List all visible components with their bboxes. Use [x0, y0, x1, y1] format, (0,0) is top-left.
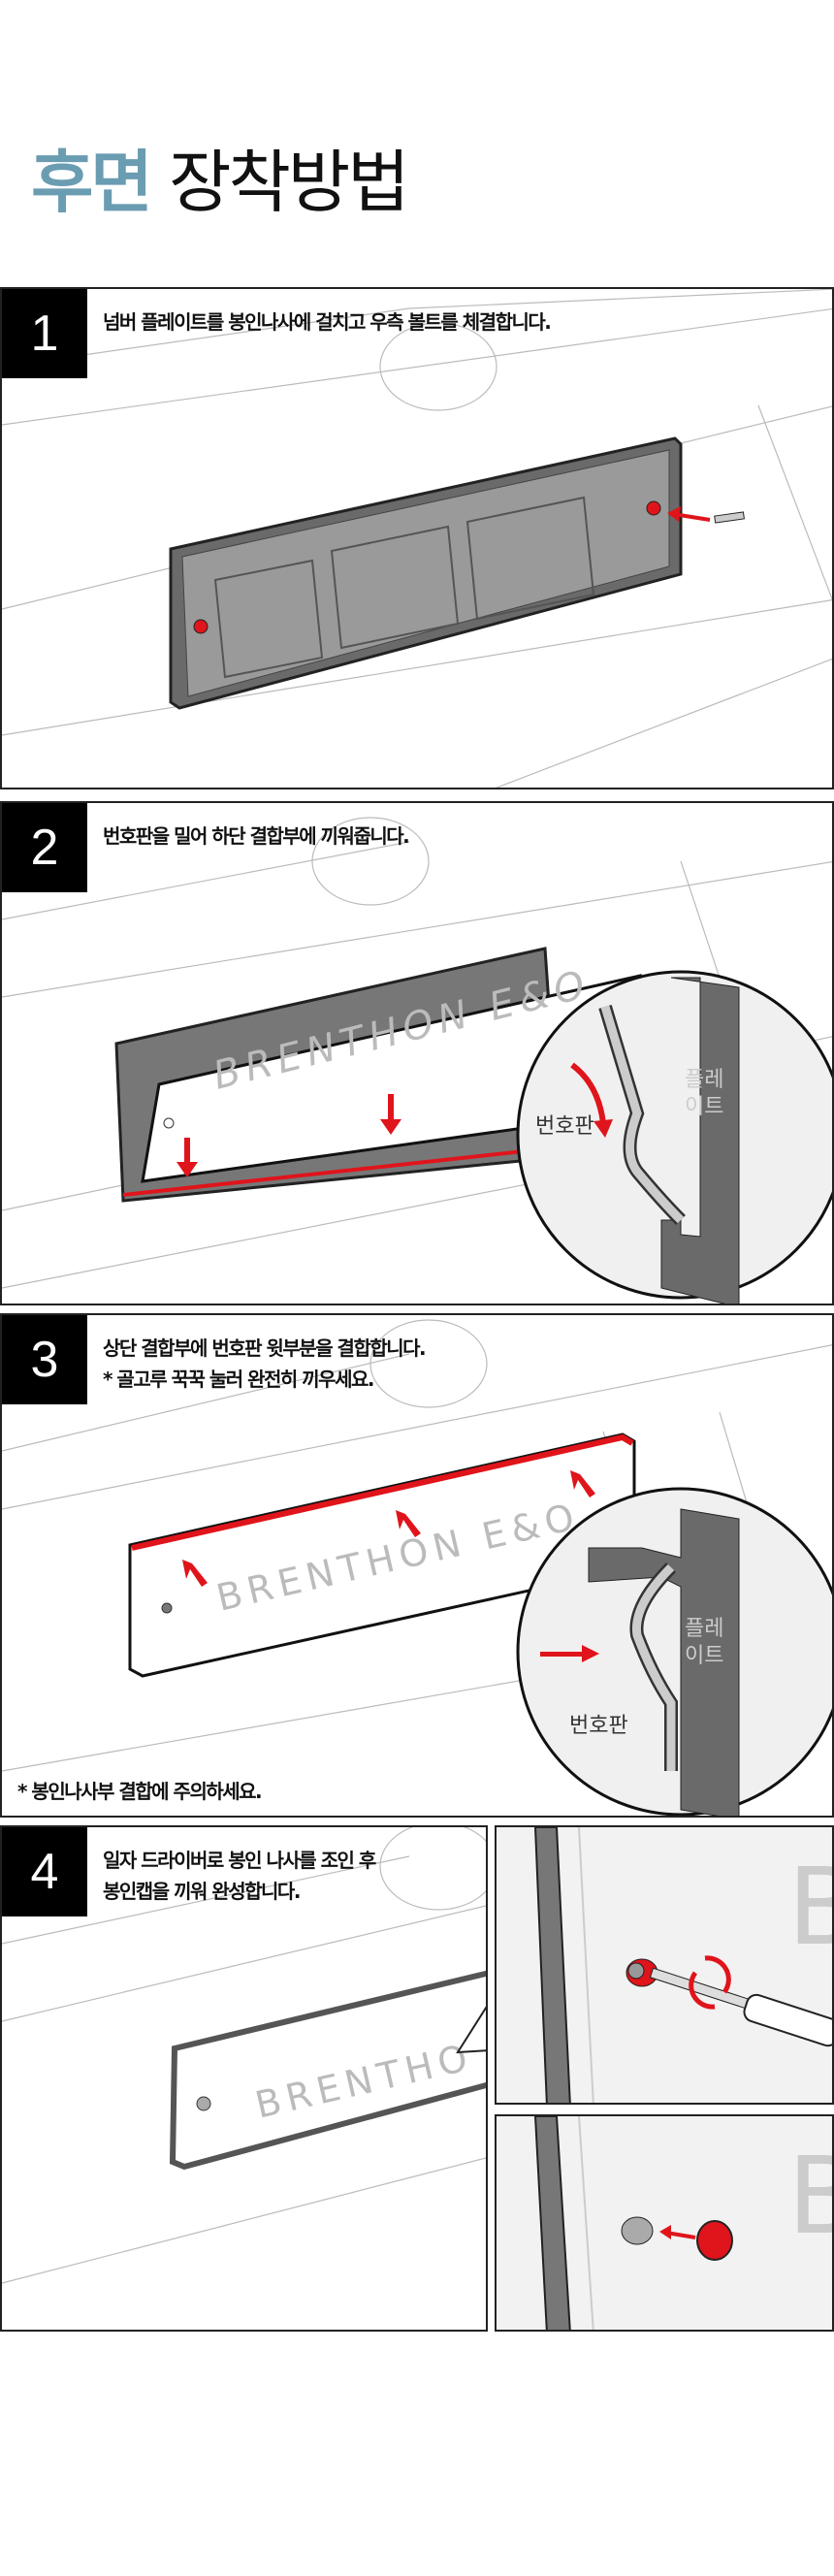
- rotate-arrow-icon: [689, 1955, 731, 2010]
- down-arrow-icon: [176, 1094, 401, 1177]
- seal-screw-icon: [193, 619, 208, 634]
- step-instruction-line: 상단 결합부에 번호판 윗부분을 결합합니다.: [103, 1336, 427, 1360]
- step-note: * 봉인나사부 결합에 주의하세요.: [17, 1780, 263, 1803]
- label-plate-2: 이트: [685, 1644, 723, 1668]
- step-1-panel: 1 넘버 플레이트를 봉인나사에 걸치고 우측 볼트를 체결합니다.: [0, 287, 834, 789]
- seal-cap-icon: [696, 2220, 733, 2261]
- step-4-illustration: BRENTHO: [2, 1827, 486, 2284]
- cap-detail-illustration: B: [497, 2116, 834, 2330]
- step-instruction-line: 봉인캡을 끼워 완성합니다.: [103, 1880, 301, 1903]
- step-instruction: 상단 결합부에 번호판 윗부분을 결합합니다. * 골고루 꾹꾹 눌러 완전히 끼…: [103, 1333, 427, 1395]
- step-2-illustration: BRENTHON E&O 플레 이트 번호판: [2, 817, 832, 1304]
- detail-circle: 플레 이트 번호판: [516, 970, 832, 1304]
- bolt-hole-icon: [646, 500, 661, 516]
- step-4-detail-cap: B: [495, 2114, 834, 2332]
- step-4-detail-screwdriver: B: [495, 1825, 834, 2105]
- press-arrow-icon: [182, 1470, 595, 1587]
- title-rest: 장착방법: [169, 143, 410, 222]
- label-plate-2: 이트: [685, 1095, 723, 1119]
- label-number-plate: 번호판: [569, 1714, 628, 1738]
- step-3-illustration: BRENTHON E&O 플레 이트 번호판: [2, 1319, 832, 1816]
- label-number-plate: 번호판: [535, 1114, 594, 1139]
- number-plate: [169, 1970, 486, 2171]
- page-title: 후면 장착방법: [31, 143, 410, 222]
- plate-letter: B: [787, 1845, 834, 1969]
- screwdriver-icon: [649, 1967, 832, 2047]
- step-number: 1: [2, 289, 87, 378]
- step-instruction: 번호판을 밀어 하단 결합부에 끼워줍니다.: [103, 824, 410, 848]
- step-1-illustration: [2, 289, 832, 788]
- step-instruction-line: 일자 드라이버로 봉인 나사를 조인 후: [103, 1849, 376, 1872]
- title-accent: 후면: [31, 143, 153, 222]
- step-2-panel: BRENTHON E&O 플레 이트 번호판 2 번호판을 밀어 하단 결합부에…: [0, 801, 834, 1305]
- bolt-icon: [714, 511, 745, 524]
- label-plate: 플레: [685, 1617, 723, 1641]
- step-instruction: 넘버 플레이트를 봉인나사에 걸치고 우측 볼트를 체결합니다.: [103, 310, 552, 334]
- label-plate: 플레: [685, 1068, 723, 1092]
- seal-screw-icon: [621, 2216, 654, 2245]
- step-number: 3: [2, 1315, 87, 1404]
- step-subtext: * 골고루 꾹꾹 눌러 완전히 끼우세요.: [103, 1368, 374, 1391]
- screwdriver-detail-illustration: B: [497, 1827, 834, 2103]
- plate-letter: B: [787, 2134, 834, 2258]
- step-number: 2: [2, 803, 87, 892]
- step-number: 4: [2, 1827, 87, 1916]
- detail-circle: 플레 이트 번호판: [516, 1487, 832, 1816]
- step-3-panel: BRENTHON E&O 플레 이트 번호판 3 상단 결합부에 번호판 윗부분…: [0, 1313, 834, 1818]
